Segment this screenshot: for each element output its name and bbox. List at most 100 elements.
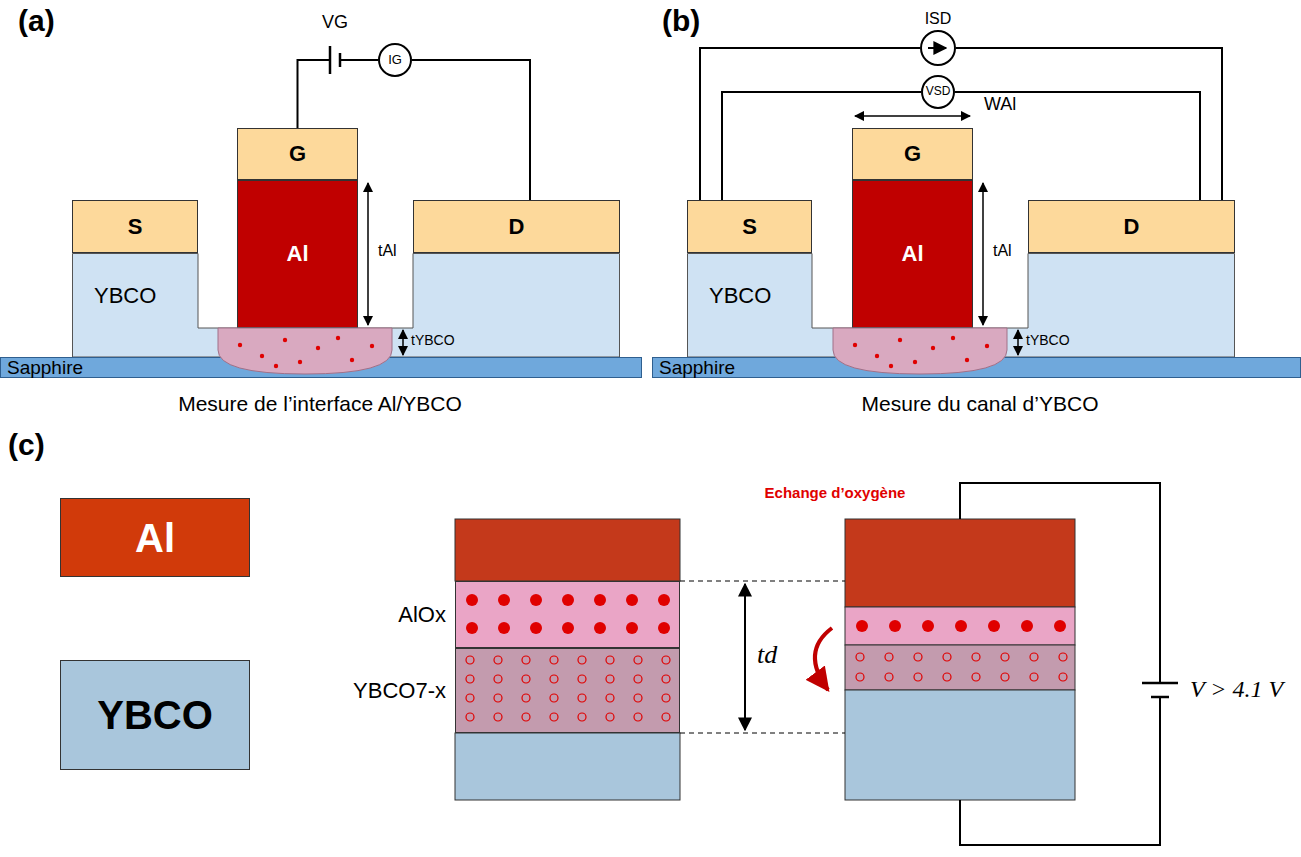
- node-label: Al: [902, 241, 924, 266]
- meter-circle-outline: [379, 44, 411, 76]
- node-label: YBCO7-x: [353, 678, 446, 703]
- diagram-label: tAl: [993, 242, 1012, 260]
- dimension-arrows: [368, 116, 1018, 730]
- meter-circle: IG: [378, 43, 412, 77]
- wire: [412, 60, 530, 200]
- wire: [955, 92, 1200, 200]
- node-label: S: [128, 214, 143, 239]
- layer-box: YBCO: [60, 660, 250, 770]
- oxygen-vacancy: [856, 673, 864, 681]
- oxygen-vacancy: [943, 653, 951, 661]
- layer-box: S: [687, 200, 812, 253]
- ybco-depleted-layer: [845, 645, 1075, 690]
- dimension-arrow: [982, 183, 984, 325]
- node-label: Al: [287, 241, 309, 266]
- diagram-label: Mesure de l’interface Al/YBCO: [178, 392, 462, 416]
- oxygen-vacancy: [1030, 653, 1038, 661]
- wire: [960, 697, 1160, 845]
- oxygen-dot: [955, 620, 967, 632]
- oxygen-dot: [988, 620, 1000, 632]
- diagram-label: td: [757, 640, 777, 670]
- diagram-label: (a): [18, 4, 55, 39]
- node-label: VSD: [926, 85, 951, 99]
- layer-box: Al: [237, 180, 358, 328]
- node-label: D: [509, 214, 525, 239]
- node-label: G: [289, 141, 306, 166]
- meter-circle-outline: [921, 31, 955, 65]
- oxygen-vacancy: [943, 673, 951, 681]
- battery-plate: [329, 46, 332, 74]
- bias-wire: [960, 483, 1178, 845]
- wire: [956, 48, 1222, 200]
- node-label: Sapphire: [659, 357, 735, 379]
- battery-plate: [1142, 682, 1178, 685]
- oxygen-dot: [922, 620, 934, 632]
- node-label: Al: [135, 515, 175, 561]
- node-label: Sapphire: [7, 357, 83, 379]
- diagram-label: VG: [322, 12, 348, 33]
- diagram-label: tAl: [378, 242, 397, 260]
- left-stack: [455, 519, 680, 800]
- oxygen-vacancy: [1001, 653, 1009, 661]
- ybco-outline: [73, 254, 620, 358]
- alox-layer: [845, 607, 1075, 645]
- layer-box: Sapphire: [652, 357, 1301, 378]
- dimension-arrow: [855, 115, 970, 117]
- diagram-label: tYBCO: [411, 332, 455, 348]
- wire-gap: [329, 50, 341, 70]
- node-label: S: [742, 214, 757, 239]
- wire: [960, 483, 1160, 683]
- right-stack: [845, 519, 1075, 800]
- node-label: YBCO: [709, 283, 771, 308]
- wire: [298, 60, 379, 128]
- layer-box: D: [413, 200, 620, 253]
- oxygen-vacancy: [914, 673, 922, 681]
- diagram-label: (b): [662, 4, 700, 39]
- diagram-label: Mesure du canal d’YBCO: [862, 392, 1099, 416]
- oxygen-dot: [1054, 620, 1066, 632]
- oxygen-vacancy: [972, 653, 980, 661]
- oxygen-vacancy: [1059, 653, 1067, 661]
- oxygen-vacancy: [885, 673, 893, 681]
- diagram-label: Echange d’oxygène: [760, 484, 910, 501]
- guide-line: [680, 733, 845, 734]
- battery-plate: [339, 53, 342, 67]
- oxygen-vacancy: [856, 653, 864, 661]
- diagram-label: tYBCO: [1026, 332, 1070, 348]
- node-label: AlOx: [398, 602, 446, 627]
- layer-box: AlOx: [455, 581, 680, 648]
- ybco-film: YBCO: [687, 253, 1235, 357]
- oxygen-vacancy: [914, 653, 922, 661]
- node-label: G: [904, 141, 921, 166]
- battery-plate: [1151, 696, 1169, 699]
- battery-a: [329, 46, 341, 74]
- oxygen-vacancy: [1001, 673, 1009, 681]
- al-layer: [845, 519, 1075, 607]
- oxygen-vacancy: [1059, 673, 1067, 681]
- ybco-film: YBCO: [72, 253, 620, 357]
- layer-box: G: [852, 128, 973, 180]
- guide-line: [680, 581, 845, 582]
- layer-box: Sapphire: [0, 357, 642, 378]
- ybco-outline: [688, 254, 1235, 358]
- node-label: D: [1124, 214, 1140, 239]
- exchange-arrow: [815, 628, 832, 690]
- layer-box: G: [237, 128, 358, 180]
- oxygen-vacancy: [972, 673, 980, 681]
- node-label: IG: [388, 53, 402, 68]
- oxygen-vacancy: [1030, 673, 1038, 681]
- meter-circle: ISD: [920, 30, 956, 66]
- node-label: YBCO: [94, 283, 156, 308]
- oxygen-dot: [1021, 620, 1033, 632]
- layer-box: S: [72, 200, 198, 253]
- dimension-arrow: [367, 183, 369, 325]
- diagram-label: WAl: [984, 94, 1016, 115]
- meter-circle: VSD: [921, 75, 955, 109]
- dashed-guides: [680, 581, 845, 733]
- node-label: ISD: [925, 10, 952, 28]
- dimension-arrow: [744, 584, 746, 730]
- node-label: YBCO: [97, 692, 213, 738]
- ybco-layer: [455, 733, 680, 800]
- ybco-layer: [845, 690, 1075, 800]
